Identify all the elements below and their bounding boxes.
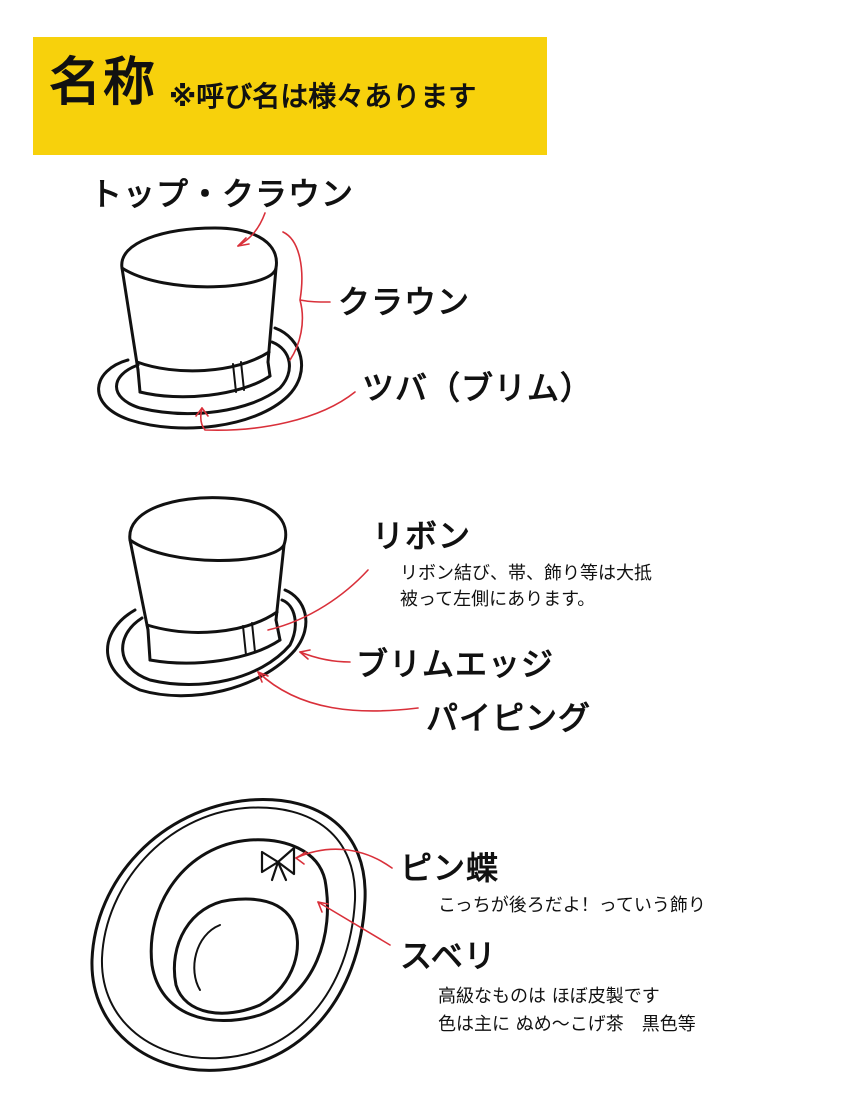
leader-pin-bow-arrow	[295, 851, 307, 865]
label-sweatband: スベリ	[400, 937, 497, 975]
leader-brim	[199, 391, 356, 432]
hat3-inner-floor	[193, 924, 221, 991]
label-pin-bow: ピン蝶	[400, 849, 500, 887]
hat2-crown-sides	[128, 538, 286, 632]
label-brim: ツバ（ブリム）	[362, 369, 594, 407]
leader-top-crown-arrow	[237, 237, 250, 247]
hat3-inner-cavity	[172, 897, 299, 1015]
page-subtitle: ※呼び名は様々あります	[169, 80, 477, 113]
label-piping: パイピング	[426, 699, 592, 737]
hat1-crown-top	[120, 226, 278, 289]
hat3-leaders	[295, 848, 393, 946]
hat2-brim-outer	[106, 588, 308, 698]
leader-brim-edge	[299, 651, 351, 663]
top-hat-3	[90, 798, 367, 1072]
hat1-bow-stripes	[232, 361, 245, 393]
hat1-crown-sides	[120, 266, 278, 372]
label-brim-edge: ブリムエッジ	[356, 645, 555, 683]
hat1-leaders	[195, 212, 356, 432]
ribbon-note-line-1: リボン結び、帯、飾り等は大抵	[400, 563, 652, 584]
hat1-band	[135, 350, 272, 399]
top-hat-1	[97, 226, 304, 430]
ribbon-note-line-2: 被って左側にあります。	[400, 589, 596, 610]
hat1-brim-outer	[97, 326, 304, 430]
hat3-rim	[149, 838, 329, 1023]
label-ribbon: リボン	[372, 517, 472, 555]
leader-crown	[282, 231, 331, 361]
hat2-brim-inner	[121, 598, 297, 686]
hat2-band-sides	[146, 618, 282, 662]
leader-piping-arrow	[257, 671, 269, 683]
sweatband-note-line-1: 高級なものは ほぼ皮製です	[438, 986, 660, 1007]
hat3-brim-outer2	[100, 806, 357, 1060]
label-crown: クラウン	[338, 283, 471, 321]
hat2-crown-top	[128, 496, 288, 562]
top-hat-2	[106, 496, 308, 698]
leader-brim-edge-arrow	[299, 649, 311, 660]
hat2-bow-stripes	[242, 622, 256, 656]
leader-piping	[257, 671, 419, 712]
sweatband-note-line-2: 色は主に ぬめ〜こげ茶 黒色等	[438, 1014, 696, 1035]
pin-bow-note: こっちが後ろだよ！っていう飾り	[438, 895, 706, 916]
title-banner: 名称 ※呼び名は様々あります	[33, 37, 547, 155]
hat2-leaders	[257, 569, 419, 712]
leader-sweatband-arrow	[317, 901, 329, 913]
hat3-pin-bow	[260, 846, 296, 882]
label-top-crown: トップ・クラウン	[90, 175, 355, 213]
leader-sweatband	[317, 901, 391, 946]
leader-ribbon	[267, 569, 369, 631]
hat1-brim-inner	[115, 340, 291, 416]
hat1-band-bottom	[136, 360, 272, 394]
leader-pin-bow	[295, 848, 393, 869]
leader-brim-arrow	[195, 407, 209, 417]
hat2-band	[145, 610, 282, 665]
page-title: 名称	[49, 53, 158, 113]
